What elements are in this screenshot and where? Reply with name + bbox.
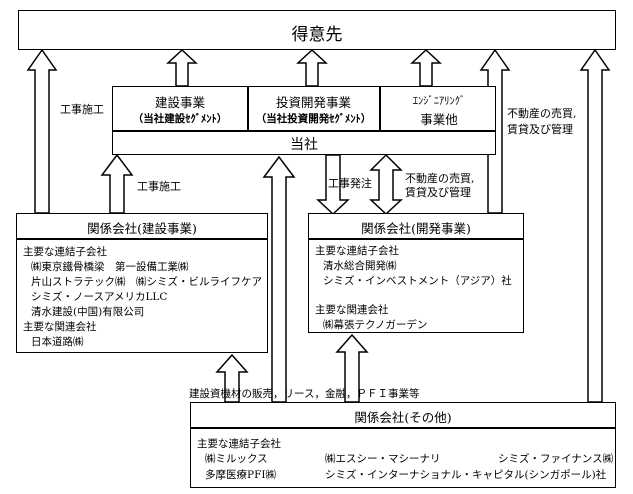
other-row2-col2: シミズ・インターナショナル・キャピタル(シンガポール)社 bbox=[325, 469, 607, 481]
edge-label-other-services: 建設資機材の販売，リース，金融，ＰＦＩ事業等 bbox=[189, 388, 420, 400]
company-box: 建設事業 （当社建設ｾｸﾞﾒﾝﾄ） 投資開発事業 （当社投資開発ｾｸﾞﾒﾝﾄ） … bbox=[112, 86, 496, 155]
company-name: 当社 bbox=[290, 137, 318, 153]
segment-construction-name: 建設事業 bbox=[154, 95, 205, 110]
segment-development: 投資開発事業 （当社投資開発ｾｸﾞﾒﾝﾄ） bbox=[248, 87, 379, 130]
construction-consolidated-line-1: ㈱東京鐵骨橋梁 第一設備工業㈱ bbox=[31, 261, 189, 273]
development-consolidated-line-2: シミズ・インベストメント（アジア）社 bbox=[323, 275, 512, 287]
arrow-other-to-construction-aff bbox=[215, 353, 249, 403]
customer-box: 得意先 bbox=[18, 10, 616, 50]
edge-label-real-estate-outer-1: 不動産の売買, bbox=[507, 107, 577, 120]
arrow-development-seg-to-customer bbox=[296, 48, 328, 87]
other-consolidated-label: 主要な連結子会社 bbox=[197, 438, 281, 450]
segment-construction: 建設事業 （当社建設ｾｸﾞﾒﾝﾄ） bbox=[113, 87, 247, 130]
segment-development-sub: （当社投資開発ｾｸﾞﾒﾝﾄ） bbox=[255, 113, 372, 125]
arrow-engineering-seg-to-customer bbox=[410, 48, 442, 87]
other-row1-col3: シミズ・ファイナンス㈱ bbox=[498, 453, 614, 465]
construction-consolidated-line-3: シミズ・ノースアメリカLLC bbox=[31, 291, 168, 303]
arrow-construction-aff-to-company bbox=[100, 153, 134, 214]
edge-label-real-estate-inner-1: 不動産の売買, bbox=[405, 172, 475, 185]
edge-label-real-estate-outer-2: 賃貸及び管理 bbox=[507, 123, 573, 136]
construction-affiliates-box: 関係会社(建設事業) 主要な連結子会社 ㈱東京鐵骨橋梁 第一設備工業㈱ 片山スト… bbox=[16, 213, 268, 353]
construction-equity-label: 主要な関連会社 bbox=[23, 321, 97, 333]
segment-development-name: 投資開発事業 bbox=[275, 95, 351, 110]
development-consolidated-line-1: 清水総合開発㈱ bbox=[323, 260, 397, 272]
construction-equity-line-1: 日本道路㈱ bbox=[31, 336, 84, 348]
arrow-other-to-company bbox=[262, 155, 296, 403]
other-affiliates-box: 関係会社(その他) 主要な連結子会社 ㈱ミルックス ㈱エスシー・マシーナリ シミ… bbox=[190, 402, 616, 488]
segment-engineering-name-line2: 事業他 bbox=[420, 112, 458, 127]
construction-affiliates-title: 関係会社(建設事業) bbox=[87, 221, 197, 236]
arrow-construction-to-customer bbox=[26, 48, 58, 214]
arrow-other-to-development-aff bbox=[335, 333, 369, 403]
development-affiliates-box: 関係会社(開発事業) 主要な連結子会社 清水総合開発㈱ シミズ・インベストメント… bbox=[308, 213, 524, 333]
edge-label-construction-work-outer: 工事施工 bbox=[60, 103, 104, 116]
development-equity-label: 主要な関連会社 bbox=[315, 304, 389, 316]
arrow-other-to-customer bbox=[579, 48, 611, 403]
arrow-bidirectional-real-estate bbox=[369, 153, 403, 216]
construction-consolidated-label: 主要な連結子会社 bbox=[23, 246, 107, 258]
development-equity-line-1: ㈱幕張テクノガーデン bbox=[323, 319, 428, 331]
other-row2-col1: 多摩医療PFI㈱ bbox=[205, 469, 276, 481]
other-row1-col2: ㈱エスシー・マシーナリ bbox=[325, 453, 441, 465]
customer-label: 得意先 bbox=[291, 25, 343, 45]
development-consolidated-label: 主要な連結子会社 bbox=[315, 245, 399, 257]
segment-engineering: ｴﾝｼﾞﾆｱﾘﾝｸﾞ 事業他 bbox=[381, 87, 497, 130]
other-row1-col1: ㈱ミルックス bbox=[205, 453, 268, 465]
arrow-company-to-development bbox=[316, 154, 350, 216]
development-affiliates-title: 関係会社(開発事業) bbox=[361, 221, 471, 236]
segment-engineering-name-line1: ｴﾝｼﾞﾆｱﾘﾝｸﾞ bbox=[412, 95, 466, 107]
other-affiliates-title: 関係会社(その他) bbox=[354, 410, 452, 425]
construction-consolidated-line-2: 片山ストラテック㈱ ㈱シミズ・ビルライフケア bbox=[31, 276, 262, 288]
construction-consolidated-line-4: 清水建設(中国)有限公司 bbox=[31, 306, 145, 318]
edge-label-construction-order: 工事発注 bbox=[328, 177, 372, 190]
arrow-construction-seg-to-customer bbox=[166, 48, 198, 87]
edge-label-real-estate-inner-2: 賃貸及び管理 bbox=[405, 186, 471, 199]
segment-construction-sub: （当社建設ｾｸﾞﾒﾝﾄ） bbox=[132, 113, 228, 125]
edge-label-construction-work-inner: 工事施工 bbox=[137, 180, 181, 193]
